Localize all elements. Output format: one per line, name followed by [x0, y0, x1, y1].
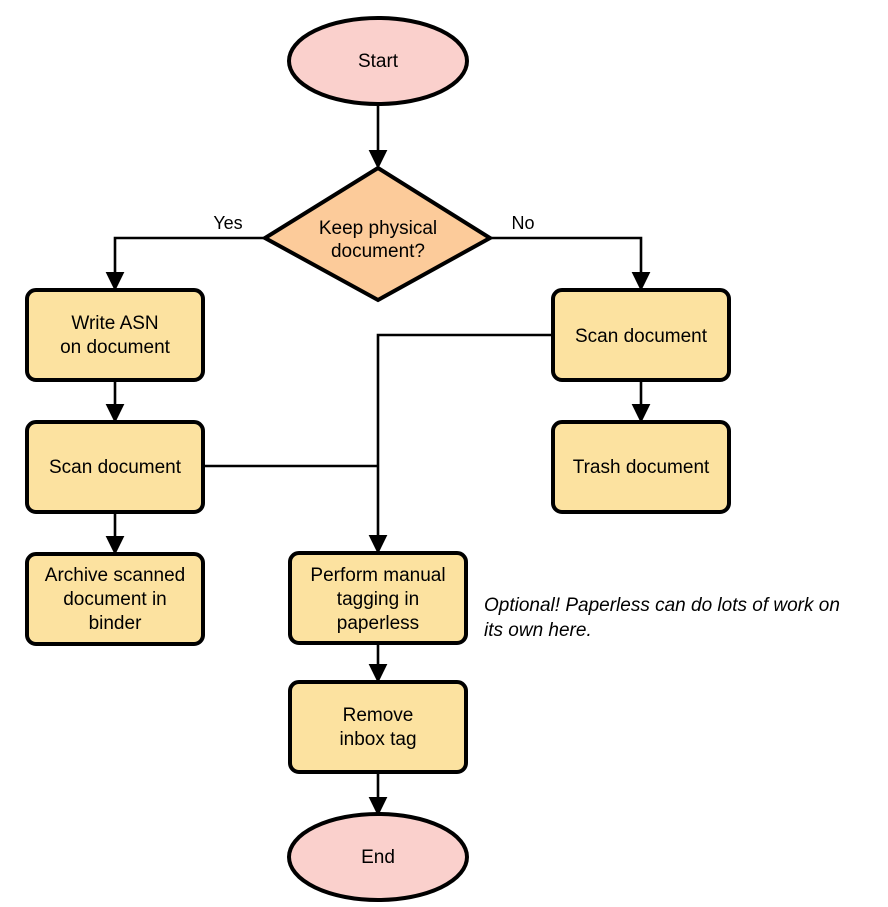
node-end-label: End	[361, 847, 395, 868]
edge-label-no: No	[511, 213, 534, 233]
node-start-label: Start	[358, 51, 399, 72]
edge-scan-right-to-tagging	[368, 333, 553, 555]
node-archive-label-line2: document in	[63, 589, 167, 610]
node-decision-keep-physical-document[interactable]: Keep physical document?	[261, 165, 494, 303]
node-start[interactable]: Start	[287, 16, 469, 106]
node-archive-label-line3: binder	[89, 613, 142, 634]
node-decision-label-line1: Keep physical	[319, 218, 437, 239]
node-write-asn[interactable]: Write ASN on document	[25, 288, 205, 382]
annotation-optional-note: Optional! Paperless can do lots of work …	[484, 595, 840, 641]
node-scan-document-left-label: Scan document	[49, 457, 182, 478]
node-write-asn-label-line2: on document	[60, 337, 171, 358]
node-tagging-label-line2: tagging in	[337, 589, 419, 610]
node-trash-document-label: Trash document	[573, 457, 710, 478]
node-perform-manual-tagging[interactable]: Perform manual tagging in paperless	[288, 551, 468, 645]
edge-decision-to-write-asn	[105, 236, 265, 292]
node-archive-label-line1: Archive scanned	[45, 565, 185, 586]
node-scan-document-right[interactable]: Scan document	[551, 288, 731, 382]
annotation-line2: its own here.	[484, 620, 592, 641]
node-scan-document-right-label: Scan document	[575, 326, 708, 347]
edge-decision-to-scan-right	[490, 236, 651, 292]
node-archive-scanned-document[interactable]: Archive scanned document in binder	[25, 552, 205, 646]
node-scan-document-left[interactable]: Scan document	[25, 420, 205, 514]
node-remove-inbox-label-line2: inbox tag	[339, 729, 416, 750]
node-remove-inbox-tag[interactable]: Remove inbox tag	[288, 680, 468, 774]
node-decision-label-line2: document?	[331, 241, 425, 262]
node-tagging-label-line1: Perform manual	[310, 565, 445, 586]
annotation-line1: Optional! Paperless can do lots of work …	[484, 595, 840, 616]
node-remove-inbox-label-line1: Remove	[343, 705, 414, 726]
node-write-asn-label-line1: Write ASN	[71, 313, 158, 334]
edge-label-yes: Yes	[213, 213, 242, 233]
node-tagging-label-line3: paperless	[337, 613, 419, 634]
node-trash-document[interactable]: Trash document	[551, 420, 731, 514]
node-end[interactable]: End	[287, 812, 469, 902]
